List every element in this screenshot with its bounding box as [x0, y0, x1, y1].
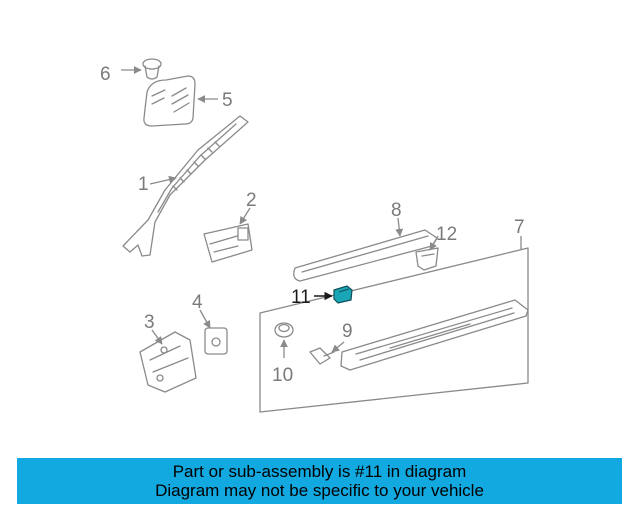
banner-line-2: Diagram may not be specific to your vehi…: [155, 481, 484, 500]
banner-line-1: Part or sub-assembly is #11 in diagram: [172, 462, 467, 481]
callout-5: 5: [222, 90, 233, 111]
leader-1: [149, 175, 177, 185]
part-10-grommet: 10: [272, 322, 294, 386]
callout-12: 12: [436, 224, 457, 245]
part-4-clip: 4: [192, 292, 228, 355]
info-banner: Part or sub-assembly is #11 in diagram D…: [17, 458, 622, 504]
leader-2: [239, 207, 251, 225]
callout-11: 11: [291, 287, 311, 308]
callout-10: 10: [272, 365, 293, 386]
leader-3: [151, 329, 163, 345]
part-8-molding: 8: [293, 200, 438, 282]
leader-12: [429, 235, 439, 251]
part-6-clip: 6: [100, 58, 162, 85]
callout-1: 1: [138, 174, 149, 195]
part-11-highlighted-clip: 11: [291, 285, 353, 308]
leader-4: [199, 309, 211, 329]
callout-2: 2: [246, 190, 257, 211]
callout-8: 8: [391, 200, 402, 221]
callout-6: 6: [100, 64, 111, 85]
part-5-panel: 5: [143, 75, 233, 127]
part-1-pillar-trim: 1: [122, 115, 249, 257]
part-9-pin: 9: [309, 321, 353, 365]
part-2-bracket: 2: [203, 190, 257, 263]
part-12-bracket: 12: [415, 224, 457, 271]
callout-3: 3: [144, 312, 155, 333]
part-7-sill-group: 7: [259, 217, 529, 413]
callout-9: 9: [342, 321, 353, 342]
callout-7: 7: [514, 217, 525, 238]
callout-4: 4: [192, 292, 203, 313]
part-3-mount: 3: [139, 312, 197, 393]
leader-9: [331, 341, 345, 353]
leader-8: [395, 217, 404, 237]
parts-diagram: 6 5 1 2 3 4: [100, 58, 529, 413]
